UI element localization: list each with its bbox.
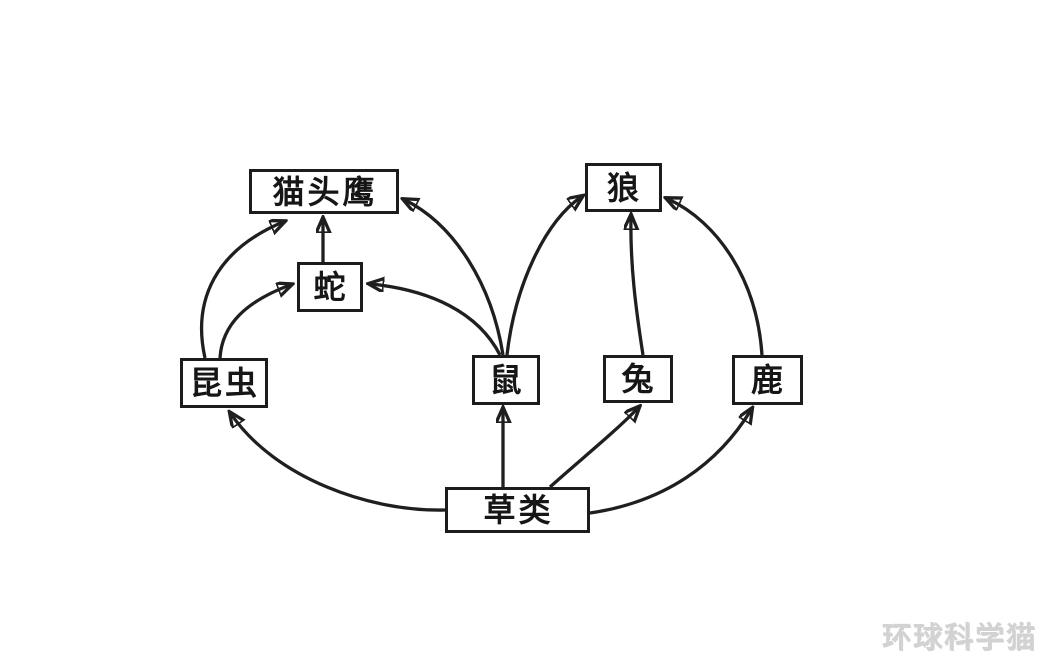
- edge-deer-to-wolf: [668, 199, 764, 356]
- edge-rabbit-to-wolf: [631, 217, 645, 356]
- node-grass: 草类: [445, 487, 590, 533]
- watermark: 环球科学猫: [881, 620, 1037, 654]
- node-wolf-label: 狼: [606, 168, 642, 207]
- edge-grass-to-rabbit: [548, 408, 638, 489]
- node-snake-label: 蛇: [313, 268, 349, 306]
- edge-grass-to-deer: [589, 410, 751, 515]
- edge-rat-to-wolf: [505, 197, 581, 356]
- node-grass-label: 草类: [483, 491, 554, 529]
- node-owl-label: 猫头鹰: [272, 172, 378, 211]
- node-insect: 昆虫: [180, 358, 268, 408]
- node-rabbit-label: 兔: [621, 360, 657, 398]
- node-owl: 猫头鹰: [249, 169, 399, 214]
- edge-insect-to-owl: [200, 222, 283, 359]
- edge-rat-to-snake: [371, 284, 502, 356]
- node-rat-label: 鼠: [489, 361, 525, 399]
- node-insect-label: 昆虫: [189, 364, 260, 402]
- node-rat: 鼠: [472, 355, 540, 405]
- edge-rat-to-owl: [405, 200, 505, 356]
- node-deer: 鹿: [732, 355, 803, 405]
- node-snake: 蛇: [297, 262, 363, 312]
- node-deer-label: 鹿: [750, 361, 786, 399]
- edge-grass-to-insect: [231, 414, 446, 512]
- edge-insect-to-snake: [218, 285, 290, 359]
- node-rabbit: 兔: [603, 355, 673, 403]
- node-wolf: 狼: [585, 163, 662, 212]
